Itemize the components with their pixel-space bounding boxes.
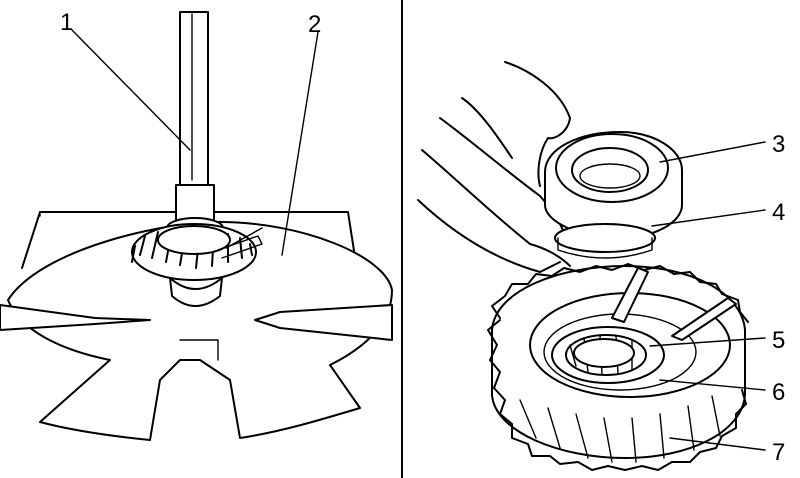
- hand-fingers: [417, 61, 571, 273]
- callout-5: 5: [772, 327, 785, 354]
- callout-3: 3: [772, 131, 785, 158]
- support-plate: [21, 211, 358, 271]
- plate-slot-bottom: [179, 339, 219, 361]
- leader-6: [659, 379, 766, 391]
- large-gear: [487, 263, 749, 471]
- tool-pin-left: [611, 267, 649, 323]
- callout-6: 6: [772, 379, 785, 406]
- plate-slot-right: [254, 304, 393, 341]
- pressed-gear: [131, 223, 263, 307]
- callout-4: 4: [772, 199, 785, 226]
- callout-1: 1: [60, 9, 73, 36]
- callout-7: 7: [772, 439, 785, 466]
- bearing: [544, 131, 683, 239]
- press-rod: [179, 11, 209, 188]
- right-panel: [417, 61, 749, 471]
- tool-pin-right: [671, 297, 737, 341]
- leader-1: [71, 29, 191, 151]
- bearing-race: [554, 223, 656, 259]
- leader-7: [669, 437, 766, 451]
- leader-lines: [71, 29, 766, 451]
- callout-2: 2: [308, 11, 321, 38]
- left-panel: [0, 11, 393, 441]
- leader-5: [649, 337, 766, 347]
- plate-slot-left: [0, 304, 151, 331]
- leader-2: [281, 31, 319, 256]
- leader-3: [659, 141, 766, 163]
- leader-4: [651, 209, 766, 227]
